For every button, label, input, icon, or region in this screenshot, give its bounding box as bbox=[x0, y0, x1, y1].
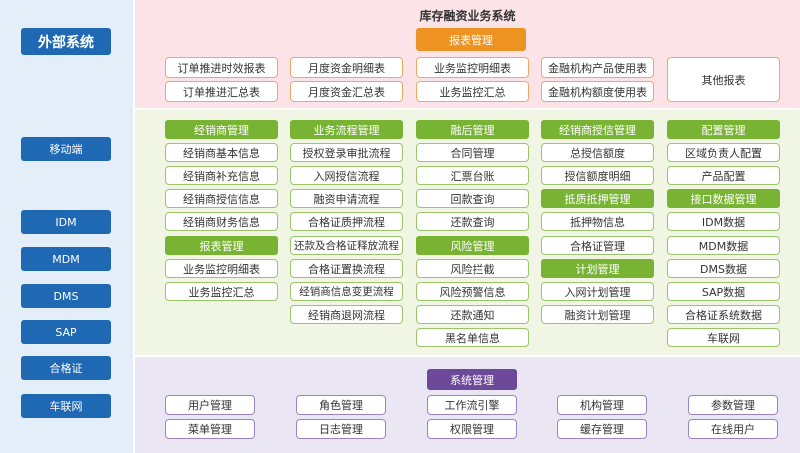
external-system-mdm: MDM bbox=[21, 247, 111, 271]
business-item: 经销商退网流程 bbox=[290, 305, 403, 324]
business-item: 经销商补充信息 bbox=[165, 166, 278, 185]
external-system-sap: SAP bbox=[21, 320, 111, 344]
business-item: MDM数据 bbox=[667, 236, 780, 255]
report-item: 业务监控汇总 bbox=[416, 81, 529, 102]
group-header-plan-management: 计划管理 bbox=[541, 259, 654, 278]
external-system-certificate: 合格证 bbox=[21, 356, 111, 380]
business-item: 融资申请流程 bbox=[290, 189, 403, 208]
business-item: 风险预警信息 bbox=[416, 282, 529, 301]
business-item: 合同管理 bbox=[416, 143, 529, 162]
business-item: 风险拦截 bbox=[416, 259, 529, 278]
system-item: 参数管理 bbox=[688, 395, 778, 415]
report-item: 订单推进时效报表 bbox=[165, 57, 278, 78]
external-systems-title: 外部系统 bbox=[21, 28, 111, 55]
system-item: 在线用户 bbox=[688, 419, 778, 439]
business-item: 抵押物信息 bbox=[541, 212, 654, 231]
system-item: 日志管理 bbox=[296, 419, 386, 439]
business-item: 产品配置 bbox=[667, 166, 780, 185]
business-item: SAP数据 bbox=[667, 282, 780, 301]
business-item: 回款查询 bbox=[416, 189, 529, 208]
group-header-process-management: 业务流程管理 bbox=[290, 120, 403, 139]
business-item: 总授信额度 bbox=[541, 143, 654, 162]
external-system-mobile: 移动端 bbox=[21, 137, 111, 161]
report-item: 订单推进汇总表 bbox=[165, 81, 278, 102]
business-item: 入网计划管理 bbox=[541, 282, 654, 301]
diagram-title: 库存融资业务系统 bbox=[419, 9, 516, 23]
external-system-dms: DMS bbox=[21, 284, 111, 308]
business-item: 经销商财务信息 bbox=[165, 212, 278, 231]
business-item: 合格证置换流程 bbox=[290, 259, 403, 278]
system-item: 用户管理 bbox=[165, 395, 255, 415]
group-header-interface-data: 接口数据管理 bbox=[667, 189, 780, 208]
business-item: 经销商信息变更流程 bbox=[290, 282, 403, 301]
system-item: 角色管理 bbox=[296, 395, 386, 415]
group-header-dealer-credit: 经销商授信管理 bbox=[541, 120, 654, 139]
business-item: 车联网 bbox=[667, 328, 780, 347]
report-item: 业务监控明细表 bbox=[416, 57, 529, 78]
external-system-idm: IDM bbox=[21, 210, 111, 234]
system-item: 机构管理 bbox=[557, 395, 647, 415]
business-item: 业务监控汇总 bbox=[165, 282, 278, 301]
business-item: 经销商基本信息 bbox=[165, 143, 278, 162]
system-item: 权限管理 bbox=[427, 419, 517, 439]
business-item: 还款查询 bbox=[416, 212, 529, 231]
external-system-iov: 车联网 bbox=[21, 394, 111, 418]
business-item: 合格证系统数据 bbox=[667, 305, 780, 324]
group-header-dealer-management: 经销商管理 bbox=[165, 120, 278, 139]
business-item: IDM数据 bbox=[667, 212, 780, 231]
business-item: 授权登录审批流程 bbox=[290, 143, 403, 162]
report-item: 金融机构产品使用表 bbox=[541, 57, 654, 78]
business-item: 黑名单信息 bbox=[416, 328, 529, 347]
system-item: 工作流引擎 bbox=[427, 395, 517, 415]
business-item: 授信额度明细 bbox=[541, 166, 654, 185]
report-item: 月度资金汇总表 bbox=[290, 81, 403, 102]
business-item: 合格证质押流程 bbox=[290, 212, 403, 231]
group-header-config-management: 配置管理 bbox=[667, 120, 780, 139]
business-item: DMS数据 bbox=[667, 259, 780, 278]
business-item: 入网授信流程 bbox=[290, 166, 403, 185]
group-header-post-finance: 融后管理 bbox=[416, 120, 529, 139]
business-item: 经销商授信信息 bbox=[165, 189, 278, 208]
group-header-report-management: 报表管理 bbox=[165, 236, 278, 255]
report-item: 金融机构额度使用表 bbox=[541, 81, 654, 102]
business-item: 区域负责人配置 bbox=[667, 143, 780, 162]
system-item: 缓存管理 bbox=[557, 419, 647, 439]
business-item: 还款及合格证释放流程 bbox=[290, 236, 403, 255]
group-header-risk-management: 风险管理 bbox=[416, 236, 529, 255]
report-item: 月度资金明细表 bbox=[290, 57, 403, 78]
system-header: 系统管理 bbox=[427, 369, 517, 390]
business-item: 还款通知 bbox=[416, 305, 529, 324]
business-item: 汇票台账 bbox=[416, 166, 529, 185]
report-header: 报表管理 bbox=[416, 28, 526, 51]
business-item: 业务监控明细表 bbox=[165, 259, 278, 278]
business-item: 融资计划管理 bbox=[541, 305, 654, 324]
report-item: 其他报表 bbox=[667, 57, 780, 102]
business-item: 合格证管理 bbox=[541, 236, 654, 255]
system-item: 菜单管理 bbox=[165, 419, 255, 439]
group-header-collateral: 抵质抵押管理 bbox=[541, 189, 654, 208]
